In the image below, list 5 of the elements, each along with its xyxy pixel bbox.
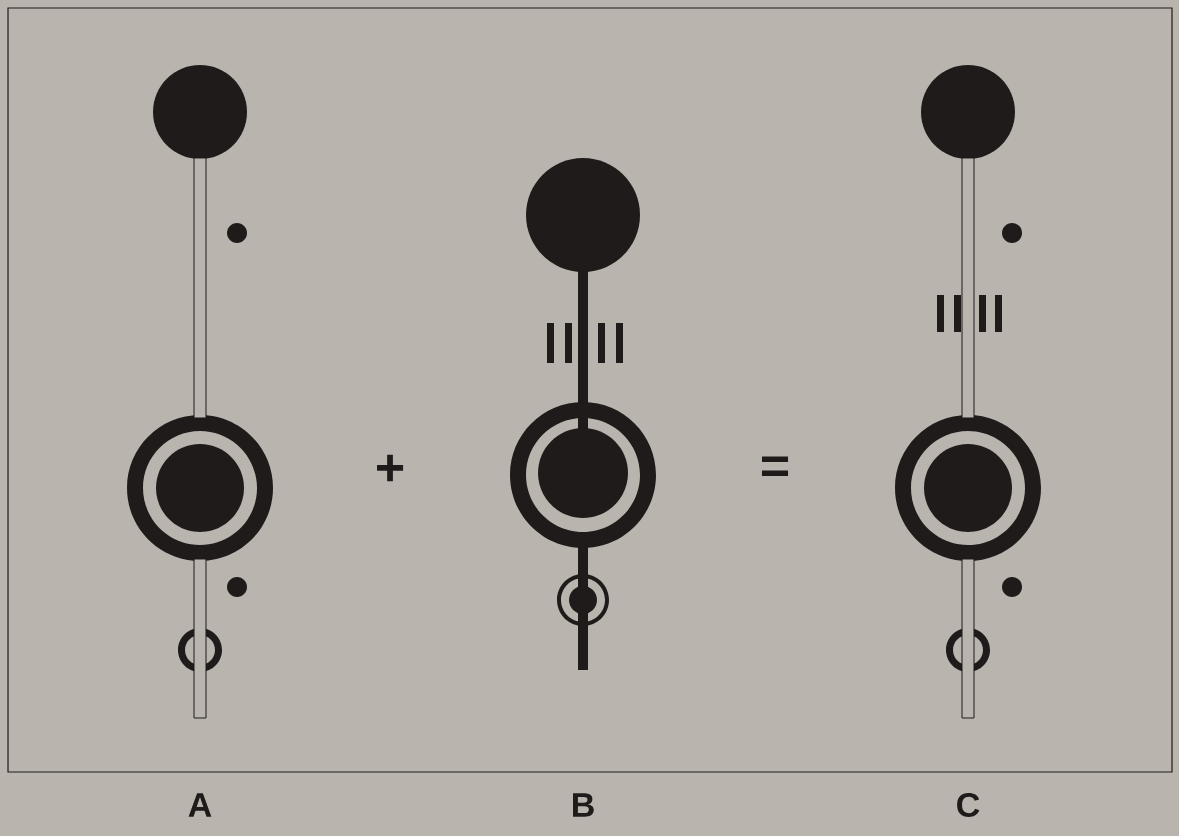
operator-sign: = bbox=[762, 456, 789, 477]
figure-label: C bbox=[957, 792, 980, 818]
operator-sign: + bbox=[377, 454, 404, 482]
figure-label: A bbox=[188, 793, 212, 817]
figure-label: B bbox=[573, 793, 594, 817]
